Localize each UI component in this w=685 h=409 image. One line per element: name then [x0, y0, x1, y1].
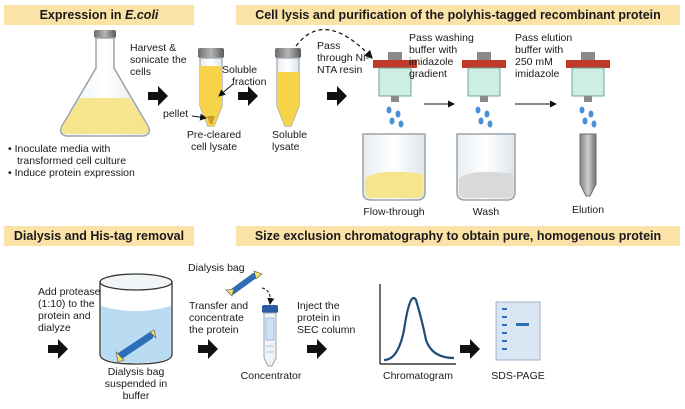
- label-pass-resin: Pass through Ni- NTA resin: [317, 40, 369, 76]
- ni-nta-column-icon: [566, 52, 610, 128]
- label-soluble-fraction: Soluble fraction: [222, 64, 266, 88]
- label-dialysis-bag-top: Dialysis bag: [188, 262, 245, 274]
- label-sds-page: SDS-PAGE: [491, 370, 545, 382]
- concentrator-icon: [262, 305, 278, 367]
- label-bullets: • Inoculate media with transformed cell …: [8, 143, 135, 179]
- label-pass-wash-line4: gradient: [409, 68, 447, 80]
- label-inject: Inject the protein in SEC column: [297, 300, 355, 336]
- label-pass-elution-line1: Pass elution: [515, 32, 573, 44]
- bullet-item-1-text: Inoculate media with: [14, 143, 111, 155]
- label-concentrator: Concentrator: [240, 370, 302, 382]
- label-harvest-line3: cells: [130, 66, 152, 78]
- label-precleared-line2: cell lysate: [190, 141, 238, 153]
- label-harvest-line1: Harvest &: [130, 42, 177, 54]
- header-sec: Size exclusion chromatography to obtain …: [236, 226, 680, 246]
- label-pass-resin-line1: Pass: [317, 40, 341, 52]
- chromatogram-icon: [379, 284, 456, 365]
- flask-icon: [59, 30, 151, 137]
- label-protease-line3: protein and: [38, 310, 91, 322]
- label-soluble-lysate-line2: lysate: [272, 141, 300, 153]
- dialysis-bag-icon: [115, 329, 157, 363]
- label-suspended-line1: Dialysis bag: [107, 366, 165, 378]
- header-dialysis: Dialysis and His-tag removal: [4, 226, 194, 246]
- label-protease: Add protease (1:10) to the protein and d…: [38, 286, 100, 334]
- label-soluble-lysate-line1: Soluble: [272, 129, 308, 141]
- dialysis-beaker-icon: [99, 273, 173, 365]
- label-protease-line1: Add protease: [38, 286, 101, 298]
- label-pass-wash-line3: imidazole: [409, 56, 454, 68]
- tube-icon: [275, 48, 301, 127]
- bullet-item-1-text-cont: transformed cell culture: [17, 155, 127, 167]
- label-transfer-line2: concentrate: [189, 312, 244, 324]
- label-transfer-line3: the protein: [189, 324, 239, 336]
- header-expression-organism: E.coli: [125, 8, 159, 22]
- label-wash: Wash: [472, 206, 500, 218]
- bullet-item-2-text: Induce protein expression: [14, 167, 135, 179]
- label-pass-resin-line2: through Ni-: [317, 52, 369, 64]
- label-soluble-fraction-line2: fraction: [232, 76, 267, 88]
- bullet-item-2: • Induce protein expression: [8, 167, 135, 179]
- label-harvest-line2: sonicate the: [130, 54, 187, 66]
- label-soluble-fraction-line1: Soluble: [222, 64, 258, 76]
- label-elution: Elution: [571, 204, 605, 216]
- beaker-icon: [456, 133, 516, 201]
- label-harvest: Harvest & sonicate the cells: [130, 42, 187, 78]
- elution-tube-icon: [579, 133, 597, 197]
- label-pass-wash-line2: buffer with: [409, 44, 458, 56]
- sds-page-gel-icon: [495, 301, 541, 361]
- label-inject-line2: protein in: [297, 312, 341, 324]
- label-chromatogram: Chromatogram: [382, 370, 454, 382]
- label-pass-wash-line1: Pass washing: [409, 32, 474, 44]
- label-transfer: Transfer and concentrate the protein: [189, 300, 248, 336]
- label-pass-elution-line3: 250 mM: [515, 56, 553, 68]
- header-expression-prefix: Expression in: [39, 8, 126, 22]
- ni-nta-column-icon: [373, 52, 417, 128]
- header-dialysis-text: Dialysis and His-tag removal: [13, 229, 185, 243]
- header-sec-text: Size exclusion chromatography to obtain …: [254, 229, 662, 243]
- label-inject-line3: SEC column: [297, 324, 356, 336]
- label-pass-elution: Pass elution buffer with 250 mM imidazol…: [515, 32, 572, 80]
- bullet-item-1-cont: transformed cell culture: [8, 155, 135, 167]
- label-suspended-line3: buffer: [122, 390, 150, 402]
- label-suspended-line2: suspended in: [104, 378, 168, 390]
- label-pass-elution-line2: buffer with: [515, 44, 564, 56]
- label-protease-line2: (1:10) to the: [38, 298, 95, 310]
- label-transfer-line1: Transfer and: [189, 300, 249, 312]
- dialysis-bag-icon: [225, 270, 263, 297]
- label-precleared-line1: Pre-cleared: [186, 129, 242, 141]
- beaker-icon: [362, 133, 426, 201]
- arrow-icon: [48, 86, 480, 359]
- label-pass-wash: Pass washing buffer with imidazole gradi…: [409, 32, 474, 80]
- tube-icon: [198, 48, 224, 127]
- label-dialysis-bag-suspended: Dialysis bag suspended in buffer: [96, 366, 176, 402]
- bullet-item-1: • Inoculate media with: [8, 143, 111, 155]
- label-inject-line1: Inject the: [297, 300, 340, 312]
- label-precleared: Pre-cleared cell lysate: [182, 129, 246, 153]
- label-protease-line4: dialyze: [38, 322, 71, 334]
- header-lysis-text: Cell lysis and purification of the polyh…: [255, 8, 661, 22]
- label-pellet: pellet: [163, 108, 189, 120]
- label-flow-through: Flow-through: [363, 206, 425, 218]
- label-soluble-lysate: Soluble lysate: [272, 129, 307, 153]
- ni-nta-column-icon: [462, 52, 506, 128]
- label-pass-elution-line4: imidazole: [515, 68, 560, 80]
- header-expression: Expression in E.coli: [4, 5, 194, 25]
- header-lysis: Cell lysis and purification of the polyh…: [236, 5, 680, 25]
- label-pass-resin-line3: NTA resin: [317, 64, 363, 76]
